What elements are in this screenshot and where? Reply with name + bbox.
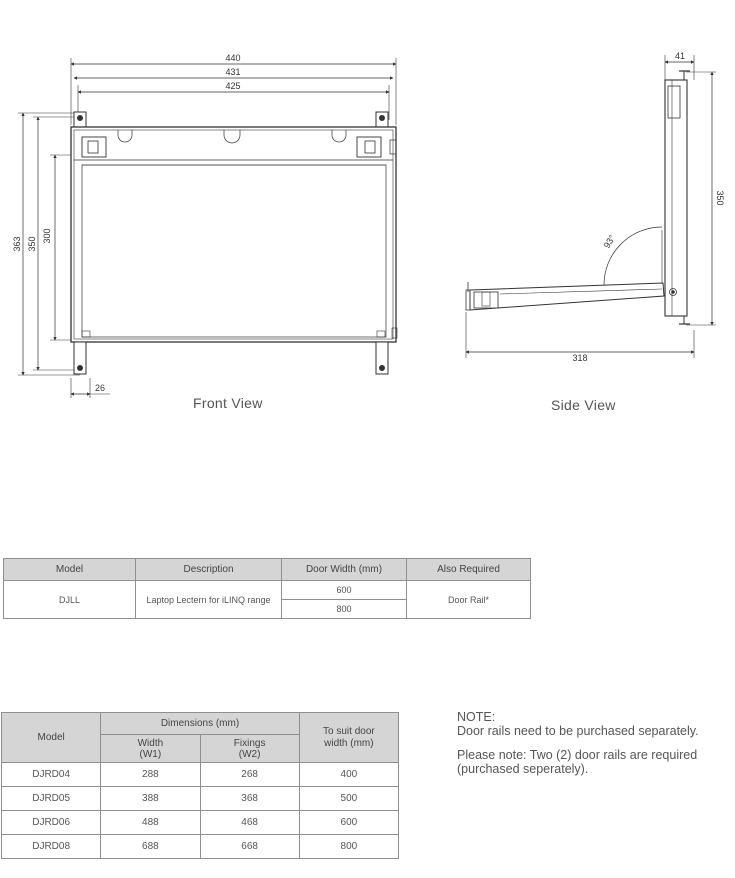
col-width: Width (W1)	[100, 734, 201, 763]
product-table-header: Model Description Door Width (mm) Also R…	[3, 558, 531, 581]
front-dimension-labels: 440 431 425 363 350 300 26	[12, 53, 241, 393]
col-model: Model	[3, 558, 136, 581]
col-model: Model	[0, 712, 102, 763]
note-block: NOTE: Door rails need to be purchased se…	[457, 710, 735, 776]
description-cell: Laptop Lectern for iLINQ range	[135, 580, 282, 619]
table-row: DJRD04 288 268 400	[0, 762, 400, 787]
side-dimension-labels: 41 350 318 93°	[572, 51, 725, 363]
col-door-width: Door Width (mm)	[281, 558, 407, 581]
col-suit-door-width: To suit door width (mm)	[298, 712, 400, 763]
model-cell: DJLL	[3, 580, 136, 619]
also-required-cell: Door Rail*	[406, 580, 531, 619]
dim-440: 440	[225, 53, 240, 63]
dim-318: 318	[572, 353, 587, 363]
door-width-cell: 800	[281, 599, 407, 619]
front-view-caption: Front View	[193, 395, 263, 411]
side-view-caption: Side View	[551, 397, 616, 413]
note-line-2: Please note: Two (2) door rails are requ…	[457, 748, 698, 776]
col-description: Description	[135, 558, 282, 581]
dim-363: 363	[12, 236, 22, 251]
note-title: NOTE:	[457, 710, 496, 724]
dim-300: 300	[42, 228, 52, 243]
dim-350: 350	[27, 236, 37, 251]
dim-41: 41	[675, 51, 685, 61]
table-row: DJLL Laptop Lectern for iLINQ range 600 …	[3, 580, 531, 619]
note-line-1: Door rails need to be purchased separate…	[457, 724, 699, 738]
col-fixings: Fixings (W2)	[199, 734, 300, 763]
dim-26: 26	[95, 383, 105, 393]
angle-label: 93°	[602, 233, 618, 250]
dim-425: 425	[225, 81, 240, 91]
table-row: DJRD05 388 368 500	[0, 786, 400, 811]
col-dimensions: Dimensions (mm)	[100, 712, 300, 735]
door-width-cell: 600	[281, 580, 407, 600]
front-view	[18, 58, 398, 398]
dim-431: 431	[225, 67, 240, 77]
table-row: 800	[4, 599, 531, 619]
product-table: Model Description Door Width (mm) Also R…	[3, 558, 531, 619]
technical-drawing: 440 431 425 363 350 300 26	[12, 51, 725, 398]
table-row: DJRD06 488 468 600	[0, 810, 400, 835]
door-rail-table: Model Dimensions (mm) To suit door width…	[0, 712, 400, 859]
dim-side-350: 350	[715, 190, 725, 205]
col-also-required: Also Required	[406, 558, 531, 581]
table-row: DJRD08 688 668 800	[0, 834, 400, 859]
side-view	[465, 55, 716, 358]
